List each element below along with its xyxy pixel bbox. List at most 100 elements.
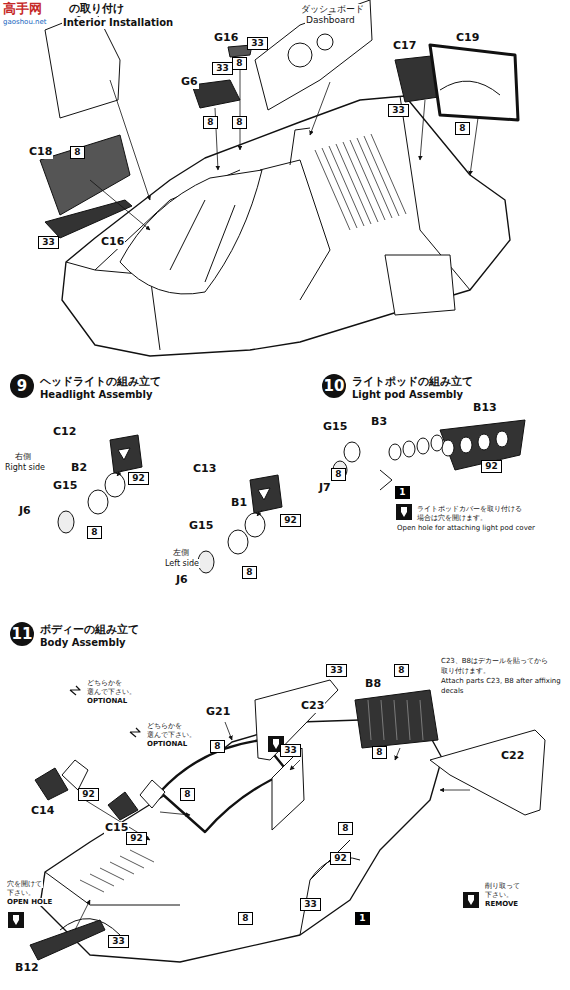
- paint-code: 1: [355, 912, 370, 925]
- louvre-slot: [394, 700, 397, 740]
- door-line: [300, 840, 350, 935]
- paint-code: 33: [300, 898, 321, 911]
- paint-code: 92: [280, 514, 301, 527]
- part-number: C16: [100, 236, 125, 249]
- part-number: B2: [70, 462, 88, 475]
- louvre-slot: [420, 700, 423, 740]
- hood-vent: [80, 880, 104, 892]
- leader: [225, 722, 232, 740]
- hole-icon-glyph: [401, 507, 407, 517]
- part-G6: [192, 80, 240, 108]
- part-number: G16: [213, 32, 239, 45]
- note: Attach parts C23, B8 after affixing: [440, 677, 562, 685]
- leader: [110, 80, 150, 200]
- note: REMOVE: [484, 900, 519, 908]
- part-number: B1: [230, 497, 248, 510]
- step-number: 9 ヘッドライトの組み立てHeadlight Assembly: [10, 374, 165, 404]
- paint-code-text: 33: [304, 899, 317, 909]
- note: 下さい。: [6, 889, 36, 897]
- paint-code-text: 33: [251, 38, 264, 48]
- pod-bracket: [380, 470, 392, 490]
- paint-code: 8: [242, 566, 257, 579]
- part-name: ダッシュボード: [300, 4, 365, 14]
- seat-divider: [170, 200, 235, 282]
- paint-code: 92: [126, 832, 147, 845]
- deck-louvre: [371, 134, 406, 214]
- note: どちらかを: [146, 722, 183, 730]
- front-edge: [45, 872, 180, 905]
- part-number: C17: [392, 40, 417, 53]
- paint-code: 1: [395, 486, 410, 499]
- paint-code-text: 8: [342, 823, 348, 833]
- mirror-C15: [108, 792, 138, 820]
- note: ライトポッドカバーを取り付ける: [416, 505, 523, 513]
- hood-vent: [120, 856, 144, 868]
- paint-code: 8: [210, 740, 225, 753]
- hole-icon: [8, 912, 24, 928]
- lamp-B3: [417, 438, 429, 454]
- paint-code-text: 33: [216, 63, 229, 73]
- lens-ring: [228, 530, 248, 554]
- paint-code-text: 1: [359, 913, 365, 923]
- paint-code-text: 8: [214, 741, 220, 751]
- part-number: C23: [300, 700, 325, 713]
- note: どちらかを: [86, 679, 123, 687]
- watermark: 高手网: [2, 2, 43, 17]
- step-heading: の取り付け: [68, 3, 125, 16]
- step-heading: Light pod Assembly: [352, 389, 463, 400]
- hood-vent: [130, 850, 154, 862]
- lens: [58, 511, 74, 533]
- paint-code-text: 8: [74, 147, 80, 157]
- side-note: Right side: [4, 463, 46, 472]
- part-number: G15: [322, 421, 348, 434]
- paint-code-text: 8: [246, 567, 252, 577]
- note: OPTIONAL: [146, 740, 188, 748]
- paint-code-text: 8: [335, 469, 341, 479]
- step-heading: Headlight Assembly: [40, 389, 152, 400]
- paint-code-text: 8: [236, 117, 242, 127]
- part-number: C19: [455, 32, 480, 45]
- louvre-slot: [407, 700, 410, 740]
- louvre-slot: [381, 700, 384, 740]
- lens: [198, 551, 214, 573]
- firewall: [260, 160, 330, 300]
- paint-code-text: 92: [130, 833, 143, 843]
- paint-code: 8: [338, 822, 353, 835]
- part-number: C12: [52, 426, 77, 439]
- part-number: G15: [188, 520, 214, 533]
- paint-code: 8: [232, 116, 247, 129]
- leader: [290, 760, 300, 770]
- paint-code-text: 92: [485, 461, 498, 471]
- part-number: G15: [52, 480, 78, 493]
- paint-code-text: 8: [236, 58, 242, 68]
- side-note: 右側: [14, 452, 32, 461]
- part-name: Dashboard: [305, 15, 356, 25]
- paint-code: 8: [372, 746, 387, 759]
- deck-louvre: [350, 140, 385, 220]
- gauge: [288, 43, 312, 67]
- leader: [420, 100, 425, 160]
- body-tub: [62, 96, 510, 356]
- ring-G15: [344, 442, 360, 462]
- watermark: gaoshou.net: [2, 18, 48, 26]
- paint-code: 8: [455, 122, 470, 135]
- note: 穴を開けて: [6, 880, 43, 888]
- step-heading: ヘッドライトの組み立て: [40, 374, 161, 389]
- hole-icon: [396, 504, 412, 520]
- cockpit-opening: [120, 170, 262, 294]
- hole-icon-glyph: [13, 915, 19, 925]
- paint-code-text: 33: [392, 105, 405, 115]
- paint-code-text: 8: [398, 665, 404, 675]
- step-number-text: 9: [10, 374, 34, 398]
- step-heading: ボディーの組み立て: [40, 622, 139, 637]
- leader: [440, 790, 470, 791]
- bezel: [110, 435, 142, 473]
- paint-code: 92: [128, 472, 149, 485]
- leader: [160, 812, 190, 815]
- paint-code: 33: [212, 62, 233, 75]
- deck-louvre: [322, 148, 357, 228]
- bezel-detail: [258, 488, 270, 500]
- paint-code: 33: [108, 935, 129, 948]
- pod-hole: [496, 431, 508, 447]
